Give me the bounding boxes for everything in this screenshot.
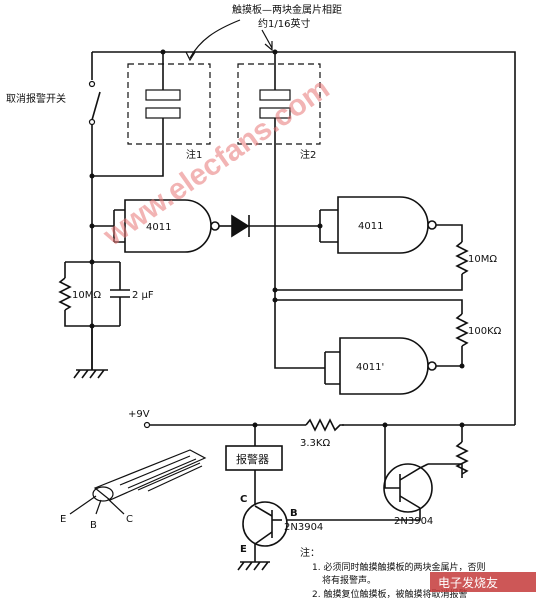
package-label-e: E xyxy=(60,514,66,525)
q2-emitter xyxy=(399,495,421,509)
plate2-bottom-lead xyxy=(274,118,325,369)
r-10m-right-zigzag xyxy=(455,241,469,275)
touch-plate-1-lower xyxy=(145,107,181,119)
q1-body xyxy=(242,501,288,547)
gate1-bubble xyxy=(210,221,220,231)
callout-arrowhead-left xyxy=(185,51,196,62)
junction-left-176 xyxy=(89,173,95,179)
r-3k3-label: 3.3KΩ xyxy=(300,438,330,449)
supply-label: +9V xyxy=(128,409,150,420)
ground-symbol-left xyxy=(73,369,108,379)
q2-base-wire xyxy=(384,425,400,489)
r-100k-label: 100KΩ xyxy=(468,326,502,337)
package-body xyxy=(93,449,207,501)
package-lead-e xyxy=(69,495,97,515)
callout-arrow-left xyxy=(189,19,241,59)
q1-emitter xyxy=(254,531,273,545)
r-10m-left-bottom-wire xyxy=(64,310,120,327)
r-10m-right-label: 10MΩ xyxy=(468,254,497,265)
q2-collector xyxy=(399,463,429,481)
watermark-corner: 电子发烧友 xyxy=(438,575,498,590)
junction-plate1-top xyxy=(160,49,166,55)
gate2-label: 4011 xyxy=(358,221,383,232)
r-3k3-zigzag xyxy=(305,418,344,432)
switch-bottom-contact xyxy=(88,118,96,126)
callout-arrow-right xyxy=(261,29,273,49)
q1-pin-b: B xyxy=(290,508,298,519)
touch-plate-2-box xyxy=(237,63,321,145)
package-label-c: C xyxy=(126,514,133,525)
gate2-input-fork xyxy=(319,209,338,243)
touch-plate-1-box xyxy=(127,63,211,145)
c-2uf-label: 2 μF xyxy=(132,290,154,301)
touch-plate-label-line1: 触摸板—两块金属片相距 xyxy=(232,3,342,16)
package-label-b: B xyxy=(90,520,97,531)
package-end xyxy=(92,486,114,502)
notes-title: 注： xyxy=(300,546,320,559)
diode-triangle xyxy=(231,214,250,238)
alarm-box xyxy=(225,445,283,471)
gate2-output-wire xyxy=(436,224,463,242)
watermark-corner-bg xyxy=(430,572,536,592)
note2-tag: 注2 xyxy=(300,148,316,161)
q1-pin-e: E xyxy=(240,544,247,555)
switch-top-contact xyxy=(88,80,96,88)
r-100k-top-wire xyxy=(275,226,320,290)
package-lead-c xyxy=(107,498,125,515)
switch-blade xyxy=(91,91,101,121)
supply-terminal xyxy=(143,421,151,429)
junction-gate2-input xyxy=(317,223,323,229)
junction-left-226 xyxy=(89,223,95,229)
note1-tag: 注1 xyxy=(186,148,202,161)
callout-arrowhead-right xyxy=(264,41,273,52)
touch-plate-label-line2: 约1/16英寸 xyxy=(258,17,310,30)
r-10m-left-label: 10MΩ xyxy=(72,290,101,301)
ground-symbol-q1 xyxy=(237,561,270,571)
cancel-switch-label: 取消报警开关 xyxy=(6,92,66,105)
q1-collector xyxy=(254,505,273,517)
junction-r-q2-top xyxy=(459,422,465,428)
q1-pin-c: C xyxy=(240,494,247,505)
package-hatch xyxy=(119,455,203,492)
gate3-label: 4011' xyxy=(356,362,384,373)
junction-plate2-top xyxy=(272,49,278,55)
notes-item1-line1: 1. 必须同时触摸触摸板的两块金属片，否则 xyxy=(312,561,485,573)
r-10m-left-zigzag xyxy=(58,277,72,311)
junction-gate3-out xyxy=(459,363,465,369)
gate3-input-fork xyxy=(324,351,340,385)
gate1-label: 4011 xyxy=(146,222,171,233)
gate1-input-fork xyxy=(113,209,125,243)
touch-plate-1-upper xyxy=(145,89,181,101)
r-100k-link-wire xyxy=(275,299,463,314)
notes-item2: 2. 触摸复位触摸板，被触摸将取消报警 xyxy=(312,588,467,600)
top-rail-wire xyxy=(92,51,516,425)
gate3-output-wire xyxy=(436,346,463,367)
gate3-bubble xyxy=(427,361,437,371)
r-q2-zigzag xyxy=(455,441,469,475)
q2-name: 2N3904 xyxy=(394,516,433,527)
notes-item1-line2: 将有报警声。 xyxy=(322,574,376,586)
junction-100k xyxy=(272,297,278,303)
junction-gate2-feedback xyxy=(272,287,278,293)
plate1-bottom-lead xyxy=(92,118,164,177)
r-10m-right-bottom-wire xyxy=(275,274,463,291)
r-100k-zigzag xyxy=(455,313,469,347)
junction-q2-base xyxy=(382,422,388,428)
package-lead-b xyxy=(95,499,102,515)
alarm-label: 报警器 xyxy=(236,452,269,466)
r-3k3-gap xyxy=(306,418,342,432)
q2-emitter-to-q1-base xyxy=(282,508,421,521)
q2-body xyxy=(383,463,433,513)
junction-rc-top xyxy=(89,259,95,265)
q1-name: 2N3904 xyxy=(284,522,323,533)
gate2-bubble xyxy=(427,220,437,230)
